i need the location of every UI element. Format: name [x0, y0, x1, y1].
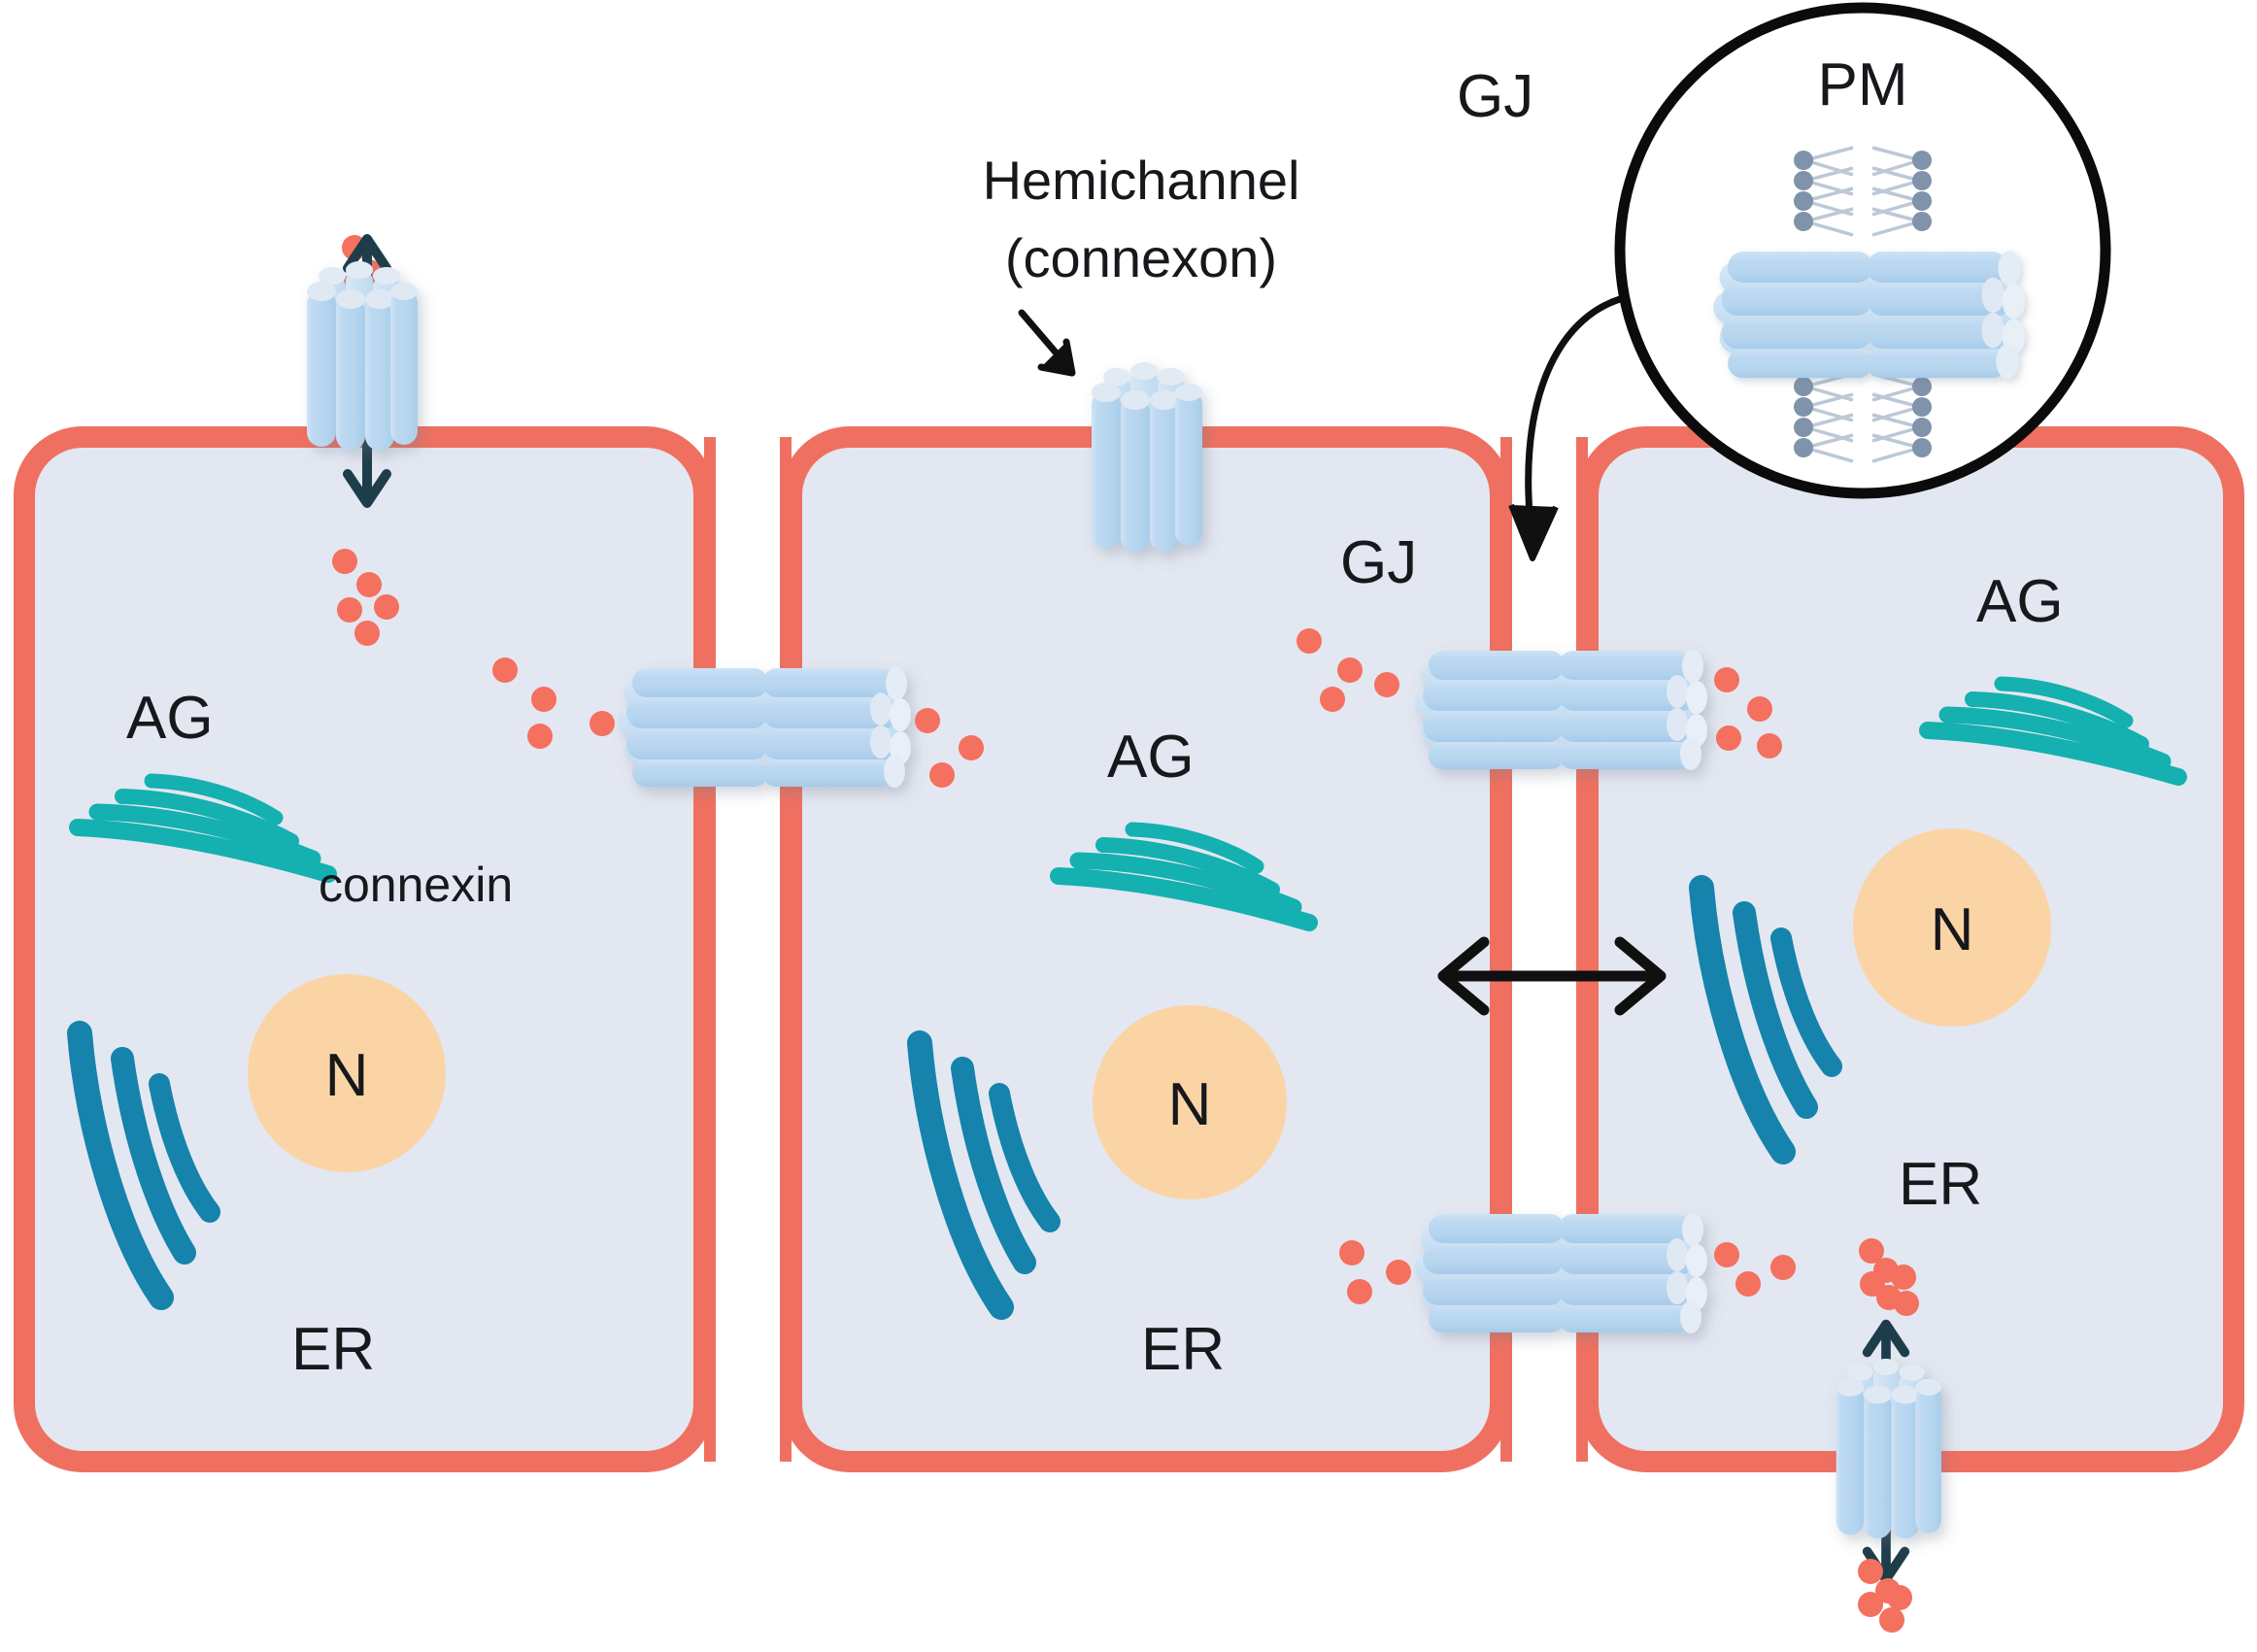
hemichannel-cell-3 [1836, 1238, 1941, 1633]
pm-inset-gap-junction [1713, 250, 2026, 380]
pm-inset-callout: GJ PM [1457, 2, 2111, 561]
gap-junction-2-lower-channel [1415, 1213, 1707, 1333]
cell-2-nucleus [1093, 1005, 1287, 1199]
molecules-above-cell3-hemichannel [1859, 1238, 1919, 1316]
cell-2-nucleus-label: N [1168, 1071, 1212, 1138]
molecules-below-cell1-hemichannel [332, 549, 399, 646]
hemichannel-callout: Hemichannel (connexon) [983, 150, 1300, 377]
inset-leader-line [1525, 295, 1624, 546]
cell-2-er-label: ER [1141, 1316, 1225, 1383]
molecules-gj1 [492, 657, 984, 788]
connexin-label: connexin [319, 858, 513, 912]
cell-1-er-label: ER [291, 1316, 375, 1383]
cell-1-nucleus [248, 974, 446, 1172]
hemichannel-leader-arrow [1018, 309, 1076, 377]
cell-3-nucleus [1853, 828, 2051, 1027]
gap-junction-cell2-cell3: GJ [1297, 437, 1796, 1462]
bilayer-lower [1794, 372, 1932, 463]
gap-junction-1-channel [619, 667, 911, 788]
molecules-below-cell3-hemichannel [1858, 1559, 1912, 1633]
hemichannel-cell3-connexon [1836, 1358, 1941, 1539]
cell-3-golgi-label: AG [1976, 568, 2064, 635]
molecules-gj2-lower [1339, 1240, 1796, 1304]
cell-3-nucleus-label: N [1931, 896, 1974, 963]
hemichannel-cell-1 [307, 235, 418, 646]
intercellular-gap-1 [715, 437, 781, 1462]
cell-1-golgi-label: AG [126, 685, 214, 752]
hemichannel-cell-2 [1092, 362, 1202, 552]
hemichannel-label-line1: Hemichannel [983, 150, 1300, 211]
cell-1-nucleus-label: N [325, 1042, 369, 1109]
hemichannel-cell2-connexon [1092, 362, 1202, 552]
gj-inset-label: GJ [1457, 63, 1533, 130]
cell-2-golgi-label: AG [1107, 724, 1195, 791]
gap-junction-cell1-cell2 [492, 437, 984, 1462]
gap-junction-transfer-arrow [1437, 936, 1667, 1016]
cell-3: AG N ER [1577, 426, 2244, 1472]
gj-junction-label: GJ [1340, 529, 1417, 596]
gap-junction-2-upper-channel [1415, 650, 1707, 770]
molecules-gj2-upper [1297, 628, 1782, 759]
pm-label: PM [1818, 51, 1908, 118]
bilayer-upper [1794, 146, 1932, 237]
cell-3-er-label: ER [1899, 1151, 1982, 1218]
hemichannel-label-line2: (connexon) [1005, 227, 1277, 288]
hemichannel-cell1-connexon [307, 261, 418, 451]
inset-leader-arrowhead [1508, 503, 1559, 561]
